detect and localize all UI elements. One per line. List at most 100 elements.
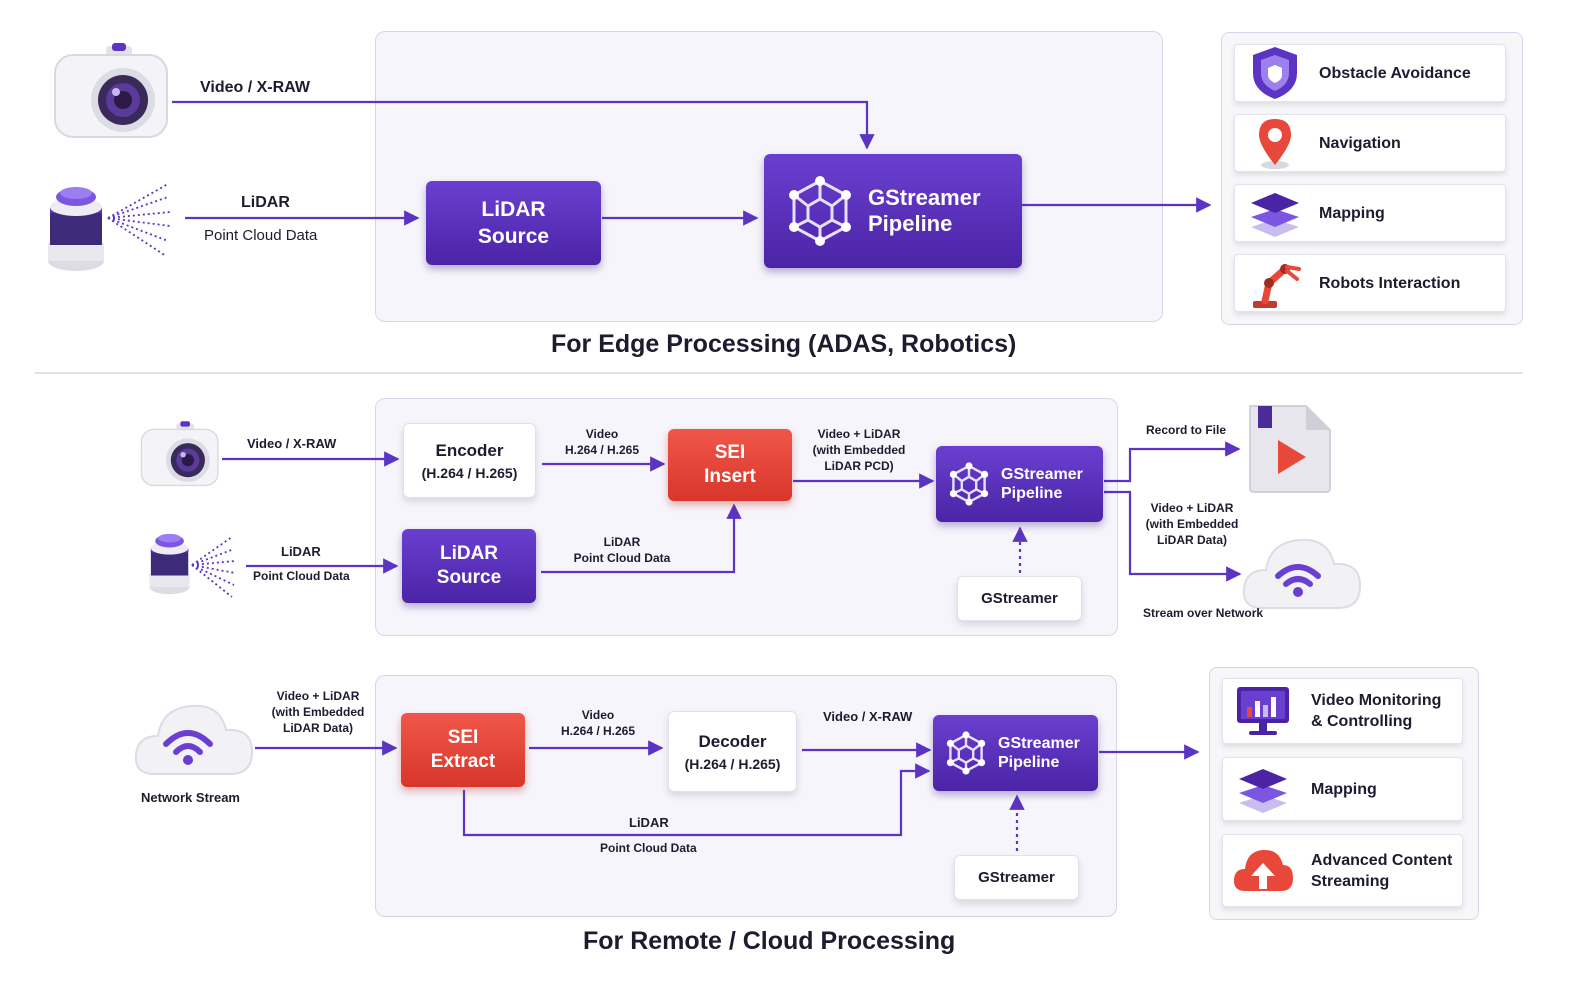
node-line: Insert xyxy=(704,466,756,487)
cube-network-icon xyxy=(946,731,986,775)
send-stream-arrow xyxy=(1104,490,1242,582)
label-line: (with Embedded xyxy=(812,443,906,457)
send-src-lidar-label: LiDAR Point Cloud Data xyxy=(572,534,672,566)
node-line: GStreamer xyxy=(978,869,1055,886)
edge-lidar-source-node[interactable]: LiDAR Source xyxy=(426,181,601,265)
camera-icon xyxy=(54,43,168,138)
card-label: Obstacle Avoidance xyxy=(1319,64,1471,82)
decoder-node[interactable]: Decoder (H.264 / H.265) xyxy=(668,711,797,792)
send-lidar-label: LiDAR xyxy=(281,544,321,559)
label-line: Video xyxy=(581,708,615,722)
node-line: (H.264 / H.265) xyxy=(421,464,518,481)
card-label: Navigation xyxy=(1319,134,1401,152)
send-video-label: Video / X-RAW xyxy=(247,436,337,451)
recv-video-label: Video H.264 / H.265 xyxy=(556,707,640,739)
node-line: GStreamer xyxy=(868,184,981,210)
edge-video-label: Video / X-RAW xyxy=(200,79,310,96)
send-gstreamer-node[interactable]: GStreamer xyxy=(957,576,1082,621)
send-enc-video-label: Video H.264 / H.265 xyxy=(560,426,644,458)
cloud-wifi-icon xyxy=(1242,538,1362,609)
label-line: H.264 / H.265 xyxy=(564,443,640,457)
network-stream-label: Network Stream xyxy=(141,790,240,805)
send-embedded-label: Video + LiDAR (with Embedded LiDAR PCD) xyxy=(806,426,912,474)
layers-icon xyxy=(1251,193,1299,237)
card-label-line: Video Monitoring xyxy=(1311,692,1442,709)
recv-pcd-label: Point Cloud Data xyxy=(600,841,697,855)
send-net-embedded-label: Video + LiDAR (with Embedded LiDAR Data) xyxy=(1140,500,1244,548)
card-label-line: & Controlling xyxy=(1311,713,1413,730)
node-line: GStreamer xyxy=(1001,465,1083,483)
node-line: SEI xyxy=(714,442,746,463)
output-obstacle-avoidance[interactable]: Obstacle Avoidance xyxy=(1234,44,1506,102)
camera-icon xyxy=(140,421,219,487)
robot-arm-icon xyxy=(1253,264,1301,308)
section-divider xyxy=(35,372,1523,374)
label-line: Point Cloud Data xyxy=(573,551,671,565)
layers-icon xyxy=(1239,769,1287,813)
node-line: Pipeline xyxy=(1001,485,1063,502)
node-line: Encoder xyxy=(435,440,504,460)
encoder-node[interactable]: Encoder (H.264 / H.265) xyxy=(403,423,536,498)
label-line: Video xyxy=(585,427,619,441)
cloud-wifi-icon xyxy=(134,704,254,775)
cube-network-icon xyxy=(949,462,989,506)
label-line: Video + LiDAR xyxy=(817,427,901,441)
node-line: (H.264 / H.265) xyxy=(684,755,781,772)
output-remote-mapping[interactable]: Mapping xyxy=(1222,757,1463,821)
send-record-arrow xyxy=(1104,441,1241,483)
label-line: (with Embedded xyxy=(271,705,365,719)
lidar-sensor-icon xyxy=(48,187,104,271)
recv-in-label: Video + LiDAR (with Embedded LiDAR Data) xyxy=(266,688,370,736)
record-to-file-label: Record to File xyxy=(1146,423,1227,437)
map-pin-icon xyxy=(1259,119,1291,169)
edge-pcd-label: Point Cloud Data xyxy=(204,227,318,244)
node-line: Pipeline xyxy=(868,211,953,236)
label-line: H.264 / H.265 xyxy=(560,724,636,738)
node-line: Extract xyxy=(430,751,496,772)
card-label: Robots Interaction xyxy=(1319,274,1461,292)
card-label-line: Mapping xyxy=(1311,780,1377,798)
monitor-chart-icon xyxy=(1237,687,1289,735)
edge-gstreamer-pipeline-node[interactable]: GStreamer Pipeline xyxy=(764,154,1022,268)
cloud-upload-icon xyxy=(1233,849,1293,891)
label-line: LiDAR Data) xyxy=(282,721,353,735)
stream-over-network-label: Stream over Network xyxy=(1143,606,1264,620)
recv-gstreamer-node[interactable]: GStreamer xyxy=(954,855,1079,900)
node-line: SEI xyxy=(447,727,479,748)
output-video-monitoring[interactable]: Video Monitoring & Controlling xyxy=(1222,678,1463,744)
card-label: Mapping xyxy=(1319,204,1385,222)
node-line: Decoder xyxy=(698,731,767,751)
card-label-line: Streaming xyxy=(1311,872,1390,890)
edge-lidar-label: LiDAR xyxy=(241,194,290,211)
recv-lidar-label: LiDAR xyxy=(629,815,669,830)
label-line: LiDAR Data) xyxy=(1156,533,1227,547)
node-line: LiDAR xyxy=(439,543,499,564)
recv-gstreamer-pipeline-node[interactable]: GStreamer Pipeline xyxy=(933,715,1098,791)
cube-network-icon xyxy=(789,176,851,246)
video-file-icon xyxy=(1249,405,1331,493)
send-source-to-sei-arrow xyxy=(541,503,742,574)
card-label-line: Advanced Content xyxy=(1311,851,1453,869)
sei-insert-node[interactable]: SEI Insert xyxy=(668,429,792,501)
node-line: Source xyxy=(477,225,550,248)
output-mapping[interactable]: Mapping xyxy=(1234,184,1506,242)
label-line: (with Embedded xyxy=(1145,517,1239,531)
node-line: LiDAR xyxy=(481,198,546,221)
label-line: Video + LiDAR xyxy=(1150,501,1234,515)
send-gstreamer-pipeline-node[interactable]: GStreamer Pipeline xyxy=(936,446,1103,522)
node-line: Source xyxy=(436,567,502,588)
remote-section-title: For Remote / Cloud Processing xyxy=(583,927,956,955)
send-lidar-source-node[interactable]: LiDAR Source xyxy=(402,529,536,603)
output-robots-interaction[interactable]: Robots Interaction xyxy=(1234,254,1506,312)
lidar-sensor-icon xyxy=(149,533,190,595)
shield-icon xyxy=(1253,47,1297,99)
edge-video-arrow xyxy=(172,100,875,150)
sei-extract-node[interactable]: SEI Extract xyxy=(401,713,525,787)
node-line: Pipeline xyxy=(998,754,1060,771)
output-advanced-streaming[interactable]: Advanced Content Streaming xyxy=(1222,834,1463,907)
edge-section-title: For Edge Processing (ADAS, Robotics) xyxy=(551,330,1017,358)
label-line: LiDAR PCD) xyxy=(824,459,894,473)
output-navigation[interactable]: Navigation xyxy=(1234,114,1506,172)
node-line: GStreamer xyxy=(981,590,1058,607)
